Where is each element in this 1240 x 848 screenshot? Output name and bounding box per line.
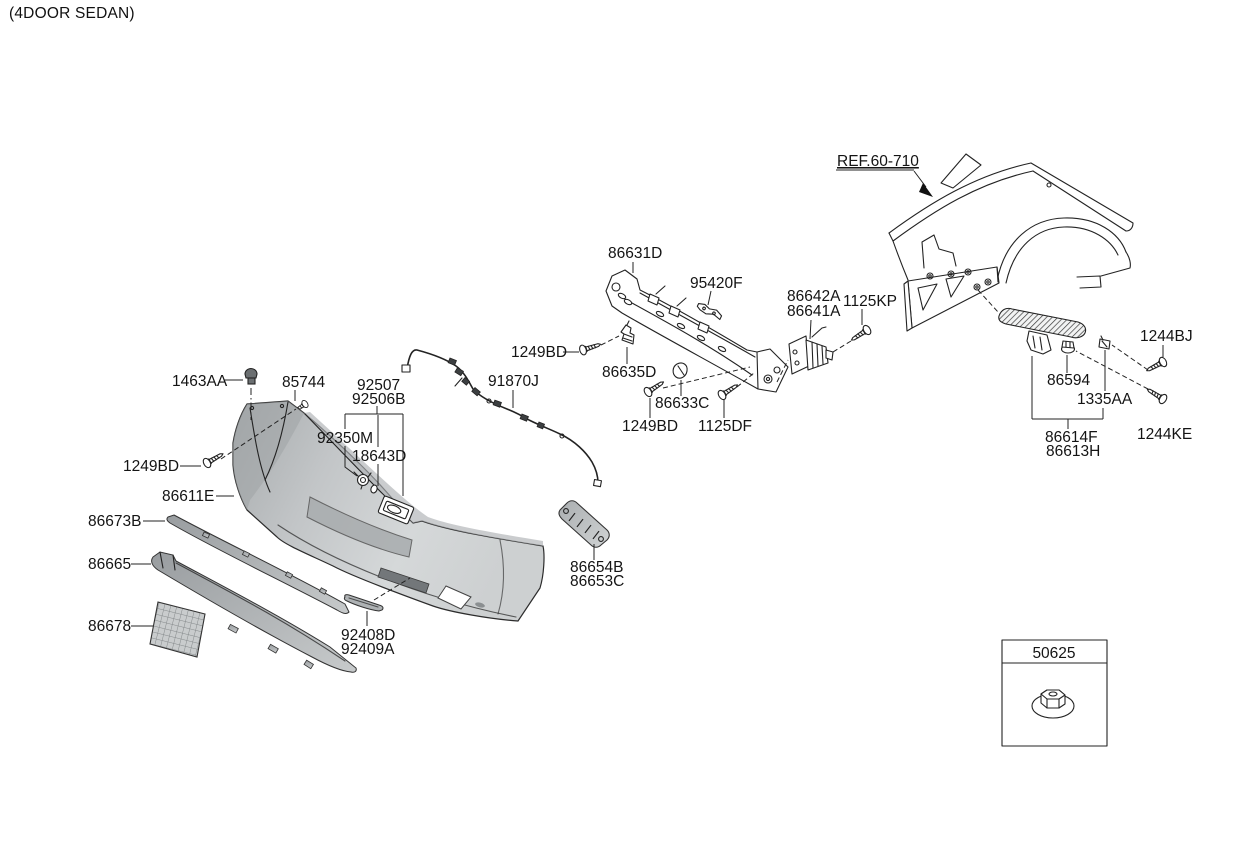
bolt-1125df: [716, 380, 741, 402]
callout-1463aa: 1463AA: [172, 373, 228, 390]
callout-95420f: 95420F: [690, 275, 743, 292]
parking-sensor: [788, 326, 834, 375]
callout-86631d: 86631D: [608, 245, 662, 262]
callout-86665: 86665: [88, 556, 131, 573]
lower-skirt-86665: [151, 551, 357, 673]
grommet-86635D: [620, 320, 635, 345]
wiring-harness: [401, 349, 603, 488]
callout-86654b: 86654B: [570, 559, 623, 576]
reference-arrow: [836, 169, 933, 197]
callout-86678: 86678: [88, 618, 131, 635]
callout-1249bd-left: 1249BD: [123, 458, 179, 475]
bolt-1249bd-left: [201, 448, 227, 470]
callout-1244ke: 1244KE: [1137, 426, 1192, 443]
side-mounting-bracket: [998, 307, 1087, 355]
callout-86653c: 86653C: [570, 573, 624, 590]
callout-86614f: 86614F: [1045, 429, 1098, 446]
callout-92507: 92507: [357, 377, 400, 394]
lamp-bulb: [370, 484, 378, 494]
callout-86594: 86594: [1047, 372, 1090, 389]
callout-1125df: 1125DF: [698, 418, 752, 435]
callout-92408d: 92408D: [341, 627, 395, 644]
projection-lines: [220, 289, 1149, 601]
bumper-reinforcement-beam: [605, 269, 789, 393]
bolt-1244bj: [1143, 355, 1169, 376]
cap-1463AA: [244, 367, 258, 385]
lower-molding-86673B: [166, 514, 350, 614]
reflector-92408D: [343, 594, 384, 612]
callout-1249bd-top: 1249BD: [511, 344, 567, 361]
callout-1249bd-mid: 1249BD: [622, 418, 678, 435]
callout-1335aa: 1335AA: [1077, 391, 1133, 408]
callout-1244bj: 1244BJ: [1140, 328, 1193, 345]
callout-1125kp: 1125KP: [843, 293, 897, 310]
callout-85744: 85744: [282, 374, 325, 391]
callout-18643d: 18643D: [352, 448, 406, 465]
callout-ref-60-710: REF.60-710: [837, 153, 919, 170]
side-support-bracket: [558, 500, 610, 548]
mesh-grille-86678: [149, 601, 206, 658]
inset-part-number: 50625: [1032, 645, 1075, 662]
callout-92506b: 92506B: [352, 391, 405, 408]
callout-86613h: 86613H: [1046, 443, 1100, 460]
bolt-1244ke: [1144, 384, 1169, 406]
bolt-1249bd-top: [577, 338, 603, 357]
callout-92350m: 92350M: [317, 430, 373, 447]
page-title: (4DOOR SEDAN): [9, 5, 135, 22]
inset-nut-box: [1001, 639, 1108, 747]
clip-86633C: [672, 362, 688, 379]
nut-86594: [1060, 340, 1076, 354]
lamp-socket: [353, 471, 372, 490]
leader-lines: [131, 262, 1164, 627]
clip-95420F: [696, 303, 723, 321]
callout-86641a: 86641A: [787, 303, 841, 320]
callout-86642a: 86642A: [787, 288, 841, 305]
callout-86611e: 86611E: [162, 488, 214, 505]
body-quarter-panel: [888, 153, 1134, 332]
clip-1335AA: [1098, 335, 1111, 350]
callout-86633c: 86633C: [655, 395, 709, 412]
callout-labels: REF.60-710 86631D 95420F 86642A 86641A 1…: [88, 153, 1193, 662]
callout-91870j: 91870J: [488, 373, 539, 390]
license-lamp: [377, 495, 415, 525]
bolt-1125kp: [848, 323, 873, 345]
callout-92409a: 92409A: [341, 641, 395, 658]
callout-86673b: 86673B: [88, 513, 141, 530]
callout-86635d: 86635D: [602, 364, 656, 381]
